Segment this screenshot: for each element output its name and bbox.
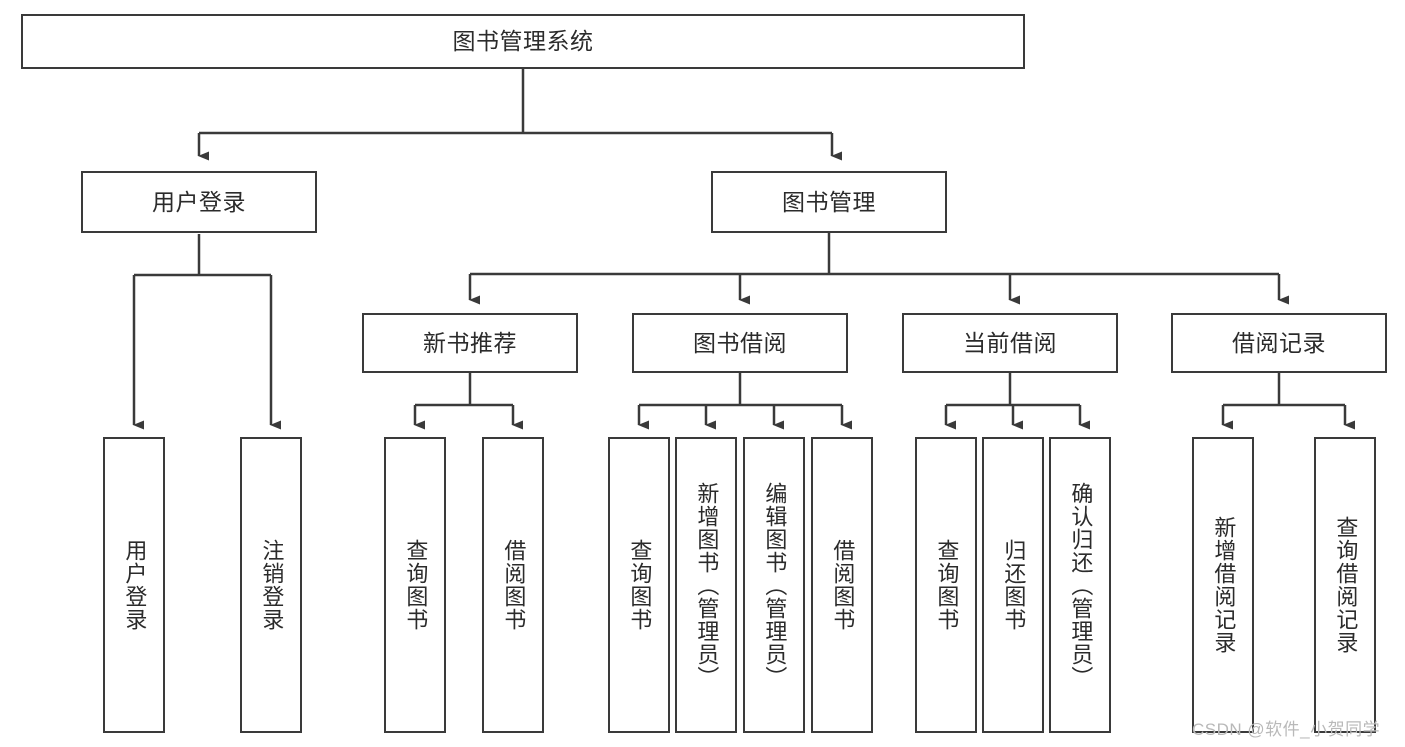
node-user-login[interactable]: 用户登录 — [81, 171, 317, 233]
node-label: 当前借阅 — [963, 329, 1057, 356]
node-label: 新增图书（管理员） — [694, 481, 720, 689]
node-label: 注销登录 — [259, 539, 285, 631]
node-root-book-management-system[interactable]: 图书管理系统 — [21, 14, 1025, 69]
node-label: 借阅图书 — [830, 539, 856, 631]
node-label: 查询图书 — [403, 539, 429, 631]
node-label: 确认归还（管理员） — [1068, 481, 1094, 689]
node-label: 查询图书 — [627, 539, 653, 631]
node-label: 新书推荐 — [423, 329, 517, 356]
node-label: 借阅图书 — [501, 539, 527, 631]
leaf-query-borrow-record[interactable]: 查询借阅记录 — [1314, 437, 1376, 733]
node-label: 归还图书 — [1001, 539, 1027, 631]
node-label: 查询图书 — [934, 539, 960, 631]
leaf-add-borrow-record[interactable]: 新增借阅记录 — [1192, 437, 1254, 733]
node-label: 图书管理 — [782, 188, 876, 215]
leaf-edit-book-admin[interactable]: 编辑图书（管理员） — [743, 437, 805, 733]
node-book-borrowing[interactable]: 图书借阅 — [632, 313, 848, 373]
node-borrowing-record[interactable]: 借阅记录 — [1171, 313, 1387, 373]
leaf-user-login[interactable]: 用户登录 — [103, 437, 165, 733]
leaf-return-book[interactable]: 归还图书 — [982, 437, 1044, 733]
leaf-borrow-book-new[interactable]: 借阅图书 — [482, 437, 544, 733]
node-label: 编辑图书（管理员） — [762, 481, 788, 689]
node-label: 图书借阅 — [693, 329, 787, 356]
leaf-query-book-borrow[interactable]: 查询图书 — [608, 437, 670, 733]
leaf-confirm-return-admin[interactable]: 确认归还（管理员） — [1049, 437, 1111, 733]
leaf-add-book-admin[interactable]: 新增图书（管理员） — [675, 437, 737, 733]
node-label: 查询借阅记录 — [1333, 516, 1359, 654]
leaf-query-book-new[interactable]: 查询图书 — [384, 437, 446, 733]
leaf-query-book-current[interactable]: 查询图书 — [915, 437, 977, 733]
node-label: 用户登录 — [122, 539, 148, 631]
node-new-book-recommendation[interactable]: 新书推荐 — [362, 313, 578, 373]
leaf-logout[interactable]: 注销登录 — [240, 437, 302, 733]
node-label: 借阅记录 — [1232, 329, 1326, 356]
node-current-borrowing[interactable]: 当前借阅 — [902, 313, 1118, 373]
node-label: 新增借阅记录 — [1211, 516, 1237, 654]
node-label: 用户登录 — [152, 188, 246, 215]
node-book-management[interactable]: 图书管理 — [711, 171, 947, 233]
leaf-borrow-book[interactable]: 借阅图书 — [811, 437, 873, 733]
node-label: 图书管理系统 — [452, 28, 594, 55]
